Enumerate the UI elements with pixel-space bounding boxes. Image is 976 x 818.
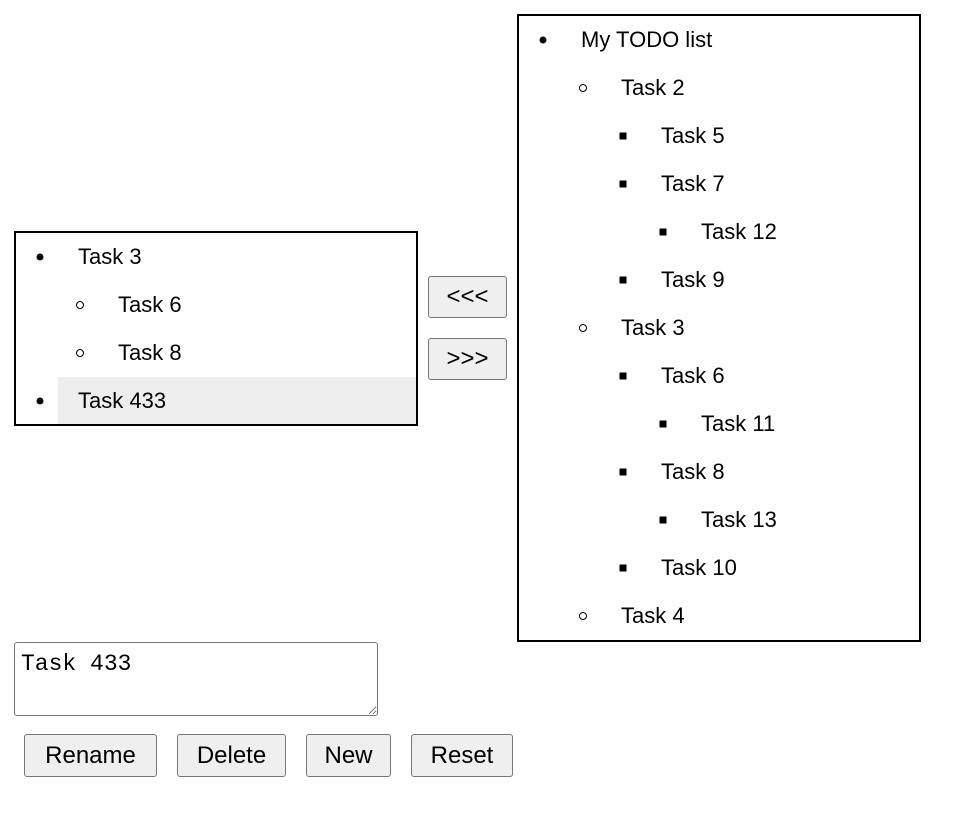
square-bullet-icon (619, 276, 627, 284)
move-right-button[interactable]: >>> (428, 338, 507, 380)
tree-item-label: Task 2 (621, 75, 685, 100)
tree-item[interactable]: Task 11 (519, 400, 919, 448)
tree-item-label: Task 12 (701, 219, 777, 244)
rename-button[interactable]: Rename (24, 734, 157, 777)
square-bullet-icon (659, 420, 667, 428)
circle-bullet-icon (76, 301, 84, 309)
tree-item-label: Task 4 (621, 603, 685, 628)
new-button[interactable]: New (306, 734, 391, 777)
delete-button[interactable]: Delete (177, 734, 286, 777)
tree-item[interactable]: Task 433 (16, 377, 416, 424)
square-bullet-icon (619, 180, 627, 188)
tree-item[interactable]: Task 3 (519, 304, 919, 352)
tree-item[interactable]: My TODO list (519, 16, 919, 64)
tree-item[interactable]: Task 10 (519, 544, 919, 592)
square-bullet-icon (619, 468, 627, 476)
tree-item[interactable]: Task 8 (519, 448, 919, 496)
tree-item-label: Task 8 (661, 459, 725, 484)
square-bullet-icon (619, 564, 627, 572)
tree-item[interactable]: Task 5 (519, 112, 919, 160)
tree-item-label: Task 10 (661, 555, 737, 580)
tree-item-label: Task 433 (78, 388, 167, 413)
tree-item[interactable]: Task 2 (519, 64, 919, 112)
tree-item[interactable]: Task 6 (519, 352, 919, 400)
tree-item-label: Task 3 (78, 244, 142, 269)
tree-item-label: Task 8 (118, 340, 182, 365)
task-name-textarea[interactable]: Task 433 (14, 642, 378, 716)
move-left-button[interactable]: <<< (428, 276, 507, 318)
tree-item-label: Task 13 (701, 507, 777, 532)
square-bullet-icon (659, 228, 667, 236)
square-bullet-icon (619, 132, 627, 140)
tree-item[interactable]: Task 9 (519, 256, 919, 304)
disc-bullet-icon (539, 36, 547, 44)
circle-bullet-icon (579, 324, 587, 332)
tree-item[interactable]: Task 6 (16, 281, 416, 329)
tree-item[interactable]: Task 12 (519, 208, 919, 256)
tree-item[interactable]: Task 13 (519, 496, 919, 544)
circle-bullet-icon (76, 349, 84, 357)
tree-item[interactable]: Task 8 (16, 329, 416, 377)
tree-item-label: Task 6 (661, 363, 725, 388)
left-tree-list: Task 3 Task 6 Task 8 Task 433 (16, 233, 416, 424)
circle-bullet-icon (579, 84, 587, 92)
selection-highlight (58, 377, 416, 424)
reset-button[interactable]: Reset (411, 734, 513, 777)
square-bullet-icon (659, 516, 667, 524)
tree-item-label: Task 5 (661, 123, 725, 148)
left-task-tree: Task 3 Task 6 Task 8 Task 433 (14, 231, 418, 426)
tree-item-label: Task 9 (661, 267, 725, 292)
tree-item[interactable]: Task 3 (16, 233, 416, 281)
tree-item-label: Task 7 (661, 171, 725, 196)
tree-item-label: Task 11 (701, 411, 776, 436)
circle-bullet-icon (579, 612, 587, 620)
disc-bullet-icon (36, 397, 44, 405)
tree-item[interactable]: Task 4 (519, 592, 919, 640)
tree-item-label: Task 3 (621, 315, 685, 340)
square-bullet-icon (619, 372, 627, 380)
tree-item-label: Task 6 (118, 292, 182, 317)
tree-item-label: My TODO list (581, 27, 713, 52)
disc-bullet-icon (36, 253, 44, 261)
tree-item[interactable]: Task 7 (519, 160, 919, 208)
